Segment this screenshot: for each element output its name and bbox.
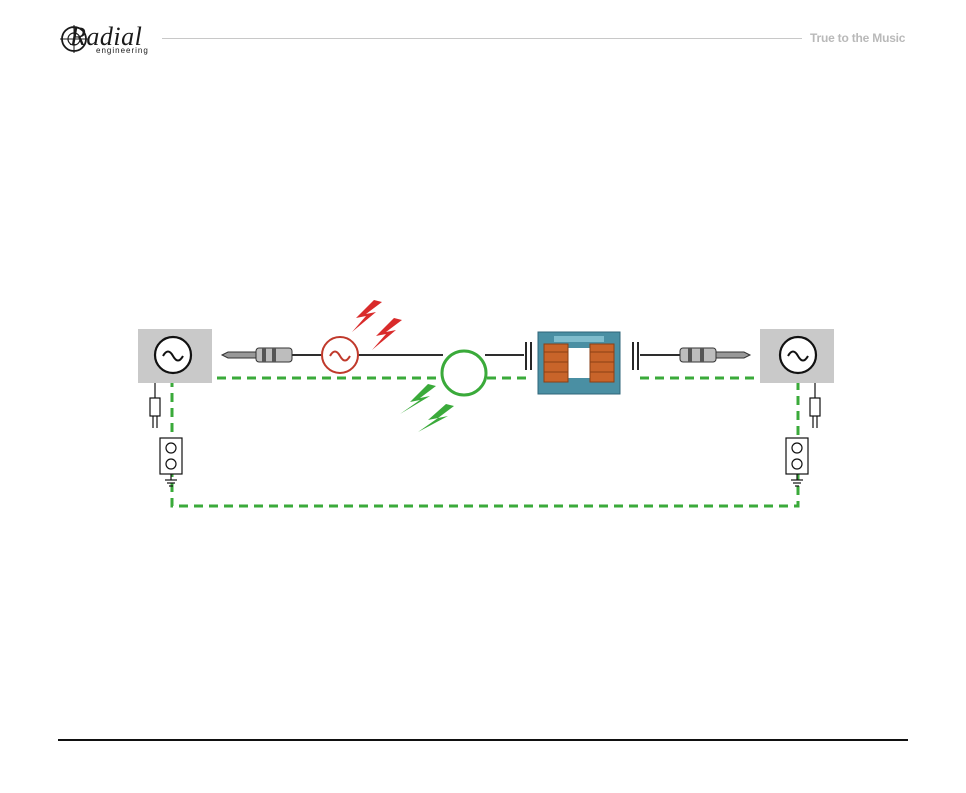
green-lightning-bolts-icon <box>400 384 454 432</box>
hum-source-icon <box>322 337 358 373</box>
red-lightning-bolts-icon <box>352 300 402 350</box>
ground-loop-path <box>172 378 798 506</box>
transformer-icon <box>538 332 620 394</box>
left-device <box>138 329 212 383</box>
ground-loop-node <box>442 351 486 395</box>
left-jack-icon <box>222 348 292 362</box>
footer-divider <box>58 739 908 741</box>
right-device <box>760 329 834 383</box>
right-jack-icon <box>680 348 750 362</box>
left-plug-icon <box>150 383 160 428</box>
right-plug-icon <box>810 383 820 428</box>
right-outlet-icon <box>786 438 808 486</box>
left-outlet-icon <box>160 438 182 486</box>
